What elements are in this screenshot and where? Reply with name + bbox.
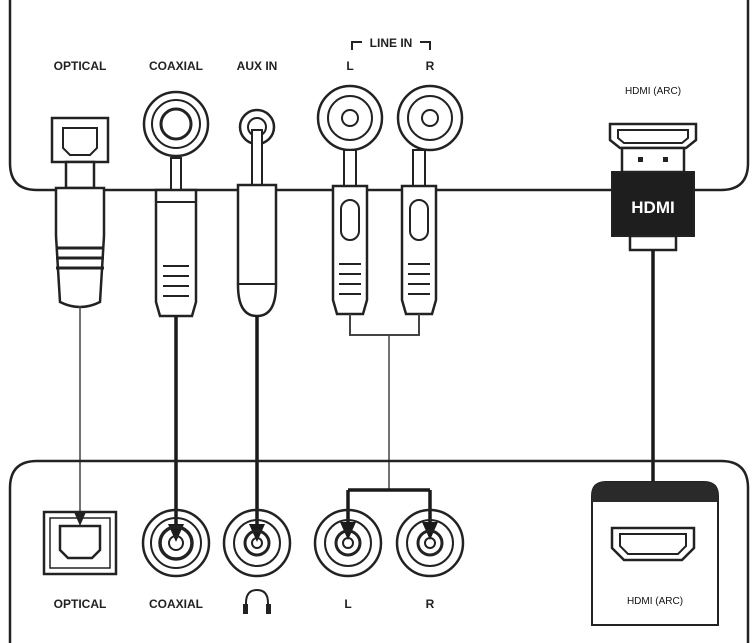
top-line-r-label: R	[426, 59, 435, 73]
hdmi-plug-text: HDMI	[631, 198, 674, 217]
top-line-in-label: LINE IN	[370, 36, 413, 50]
hdmi-plug: HDMI	[611, 146, 695, 530]
top-coaxial-label: COAXIAL	[149, 59, 203, 73]
optical-cable	[54, 160, 106, 526]
bottom-line-l-label: L	[344, 597, 351, 611]
aux-cable	[236, 129, 278, 542]
line-l-plug	[331, 149, 369, 316]
line-in-bracket	[351, 41, 431, 50]
bottom-headphone-jack	[222, 508, 292, 578]
bottom-line-r-jack	[395, 508, 465, 578]
top-coaxial-jack	[142, 90, 210, 158]
top-aux-in-label: AUX IN	[237, 59, 278, 73]
bottom-optical-port	[42, 510, 118, 576]
bottom-coaxial-label: COAXIAL	[149, 597, 203, 611]
bottom-device-panel	[8, 459, 750, 643]
top-optical-label: OPTICAL	[54, 59, 107, 73]
bottom-coaxial-jack	[141, 508, 211, 578]
bottom-optical-label: OPTICAL	[54, 597, 107, 611]
top-line-r-jack	[396, 84, 464, 152]
line-in-cable	[346, 314, 432, 536]
line-r-plug	[400, 149, 438, 316]
headphone-icon	[243, 588, 271, 614]
top-hdmi-arc-label: HDMI (ARC)	[625, 86, 681, 97]
bottom-line-r-label: R	[426, 597, 435, 611]
top-line-l-label: L	[346, 59, 353, 73]
top-hdmi-port	[608, 122, 698, 150]
top-device-panel	[8, 0, 750, 192]
bottom-line-l-jack	[313, 508, 383, 578]
coaxial-cable	[154, 157, 198, 542]
bottom-hdmi-arc-label: HDMI (ARC)	[627, 596, 683, 607]
bottom-hdmi-box	[591, 481, 719, 626]
